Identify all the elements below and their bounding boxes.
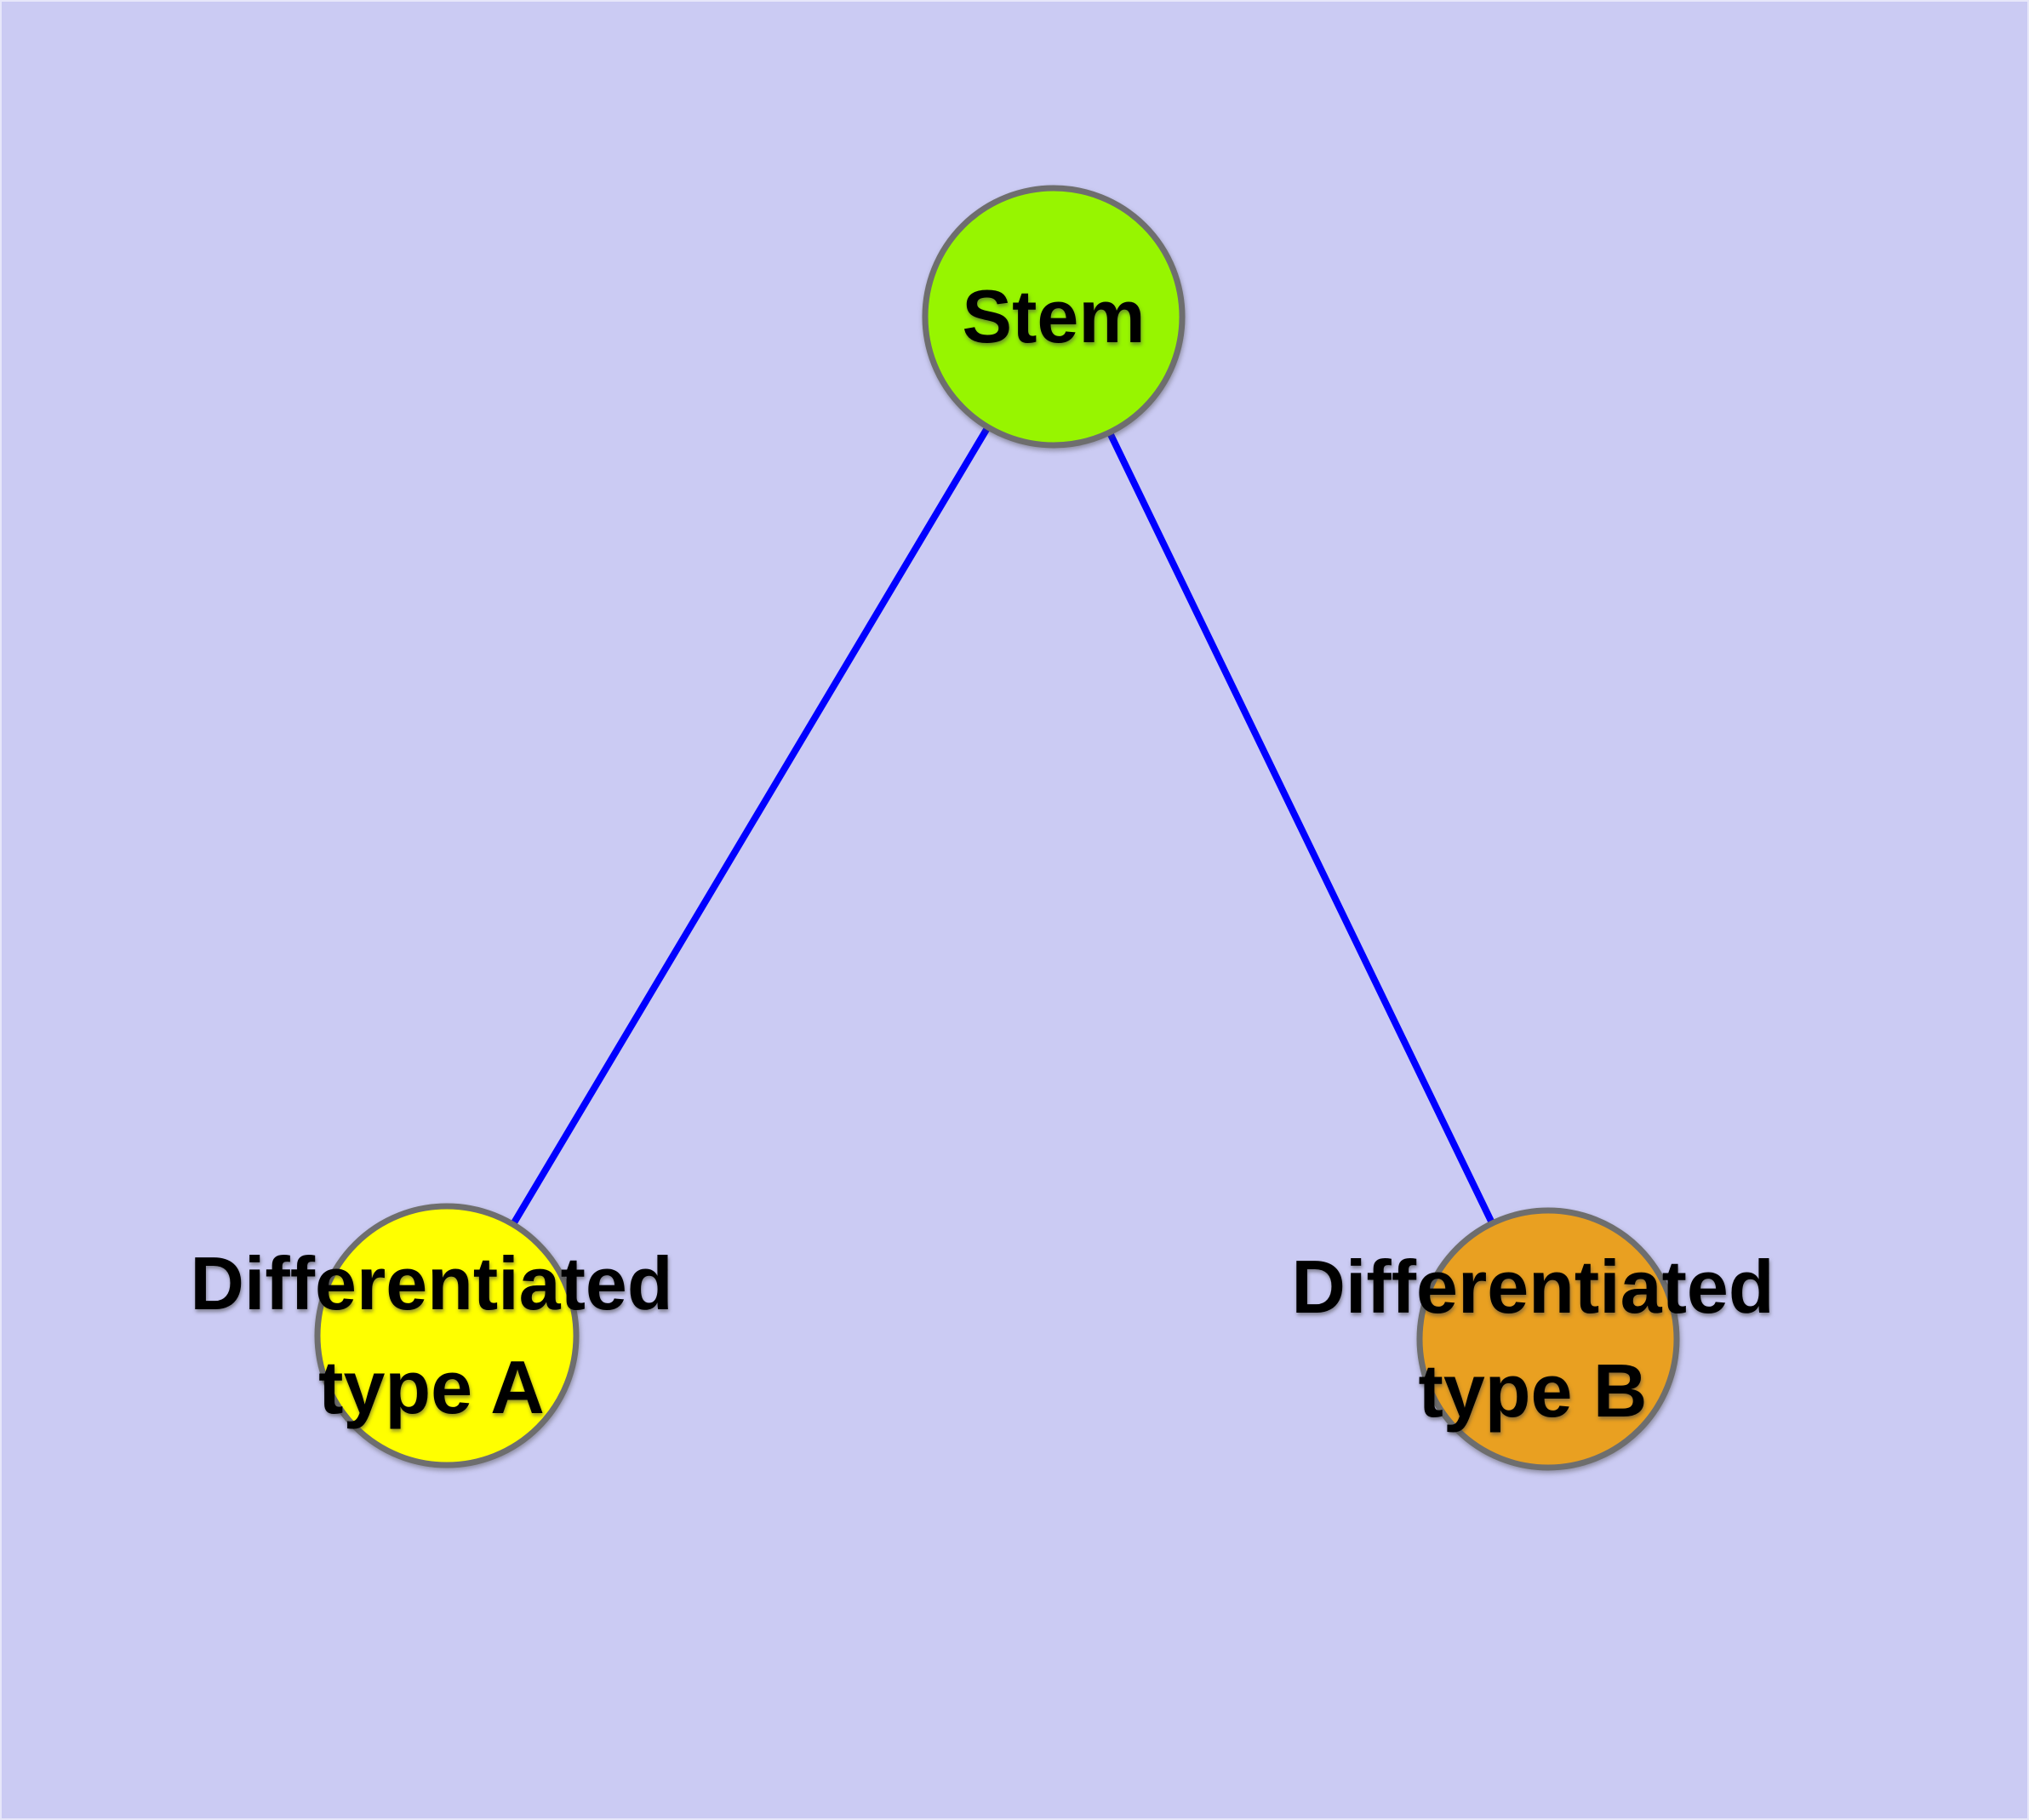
- edge-stem-to-type-a: [443, 313, 1057, 1339]
- node-stem-circle: [922, 185, 1186, 449]
- node-type-a-circle: [314, 1203, 580, 1468]
- node-type-b-circle: [1416, 1207, 1680, 1471]
- edge-stem-to-type-b: [1050, 313, 1552, 1342]
